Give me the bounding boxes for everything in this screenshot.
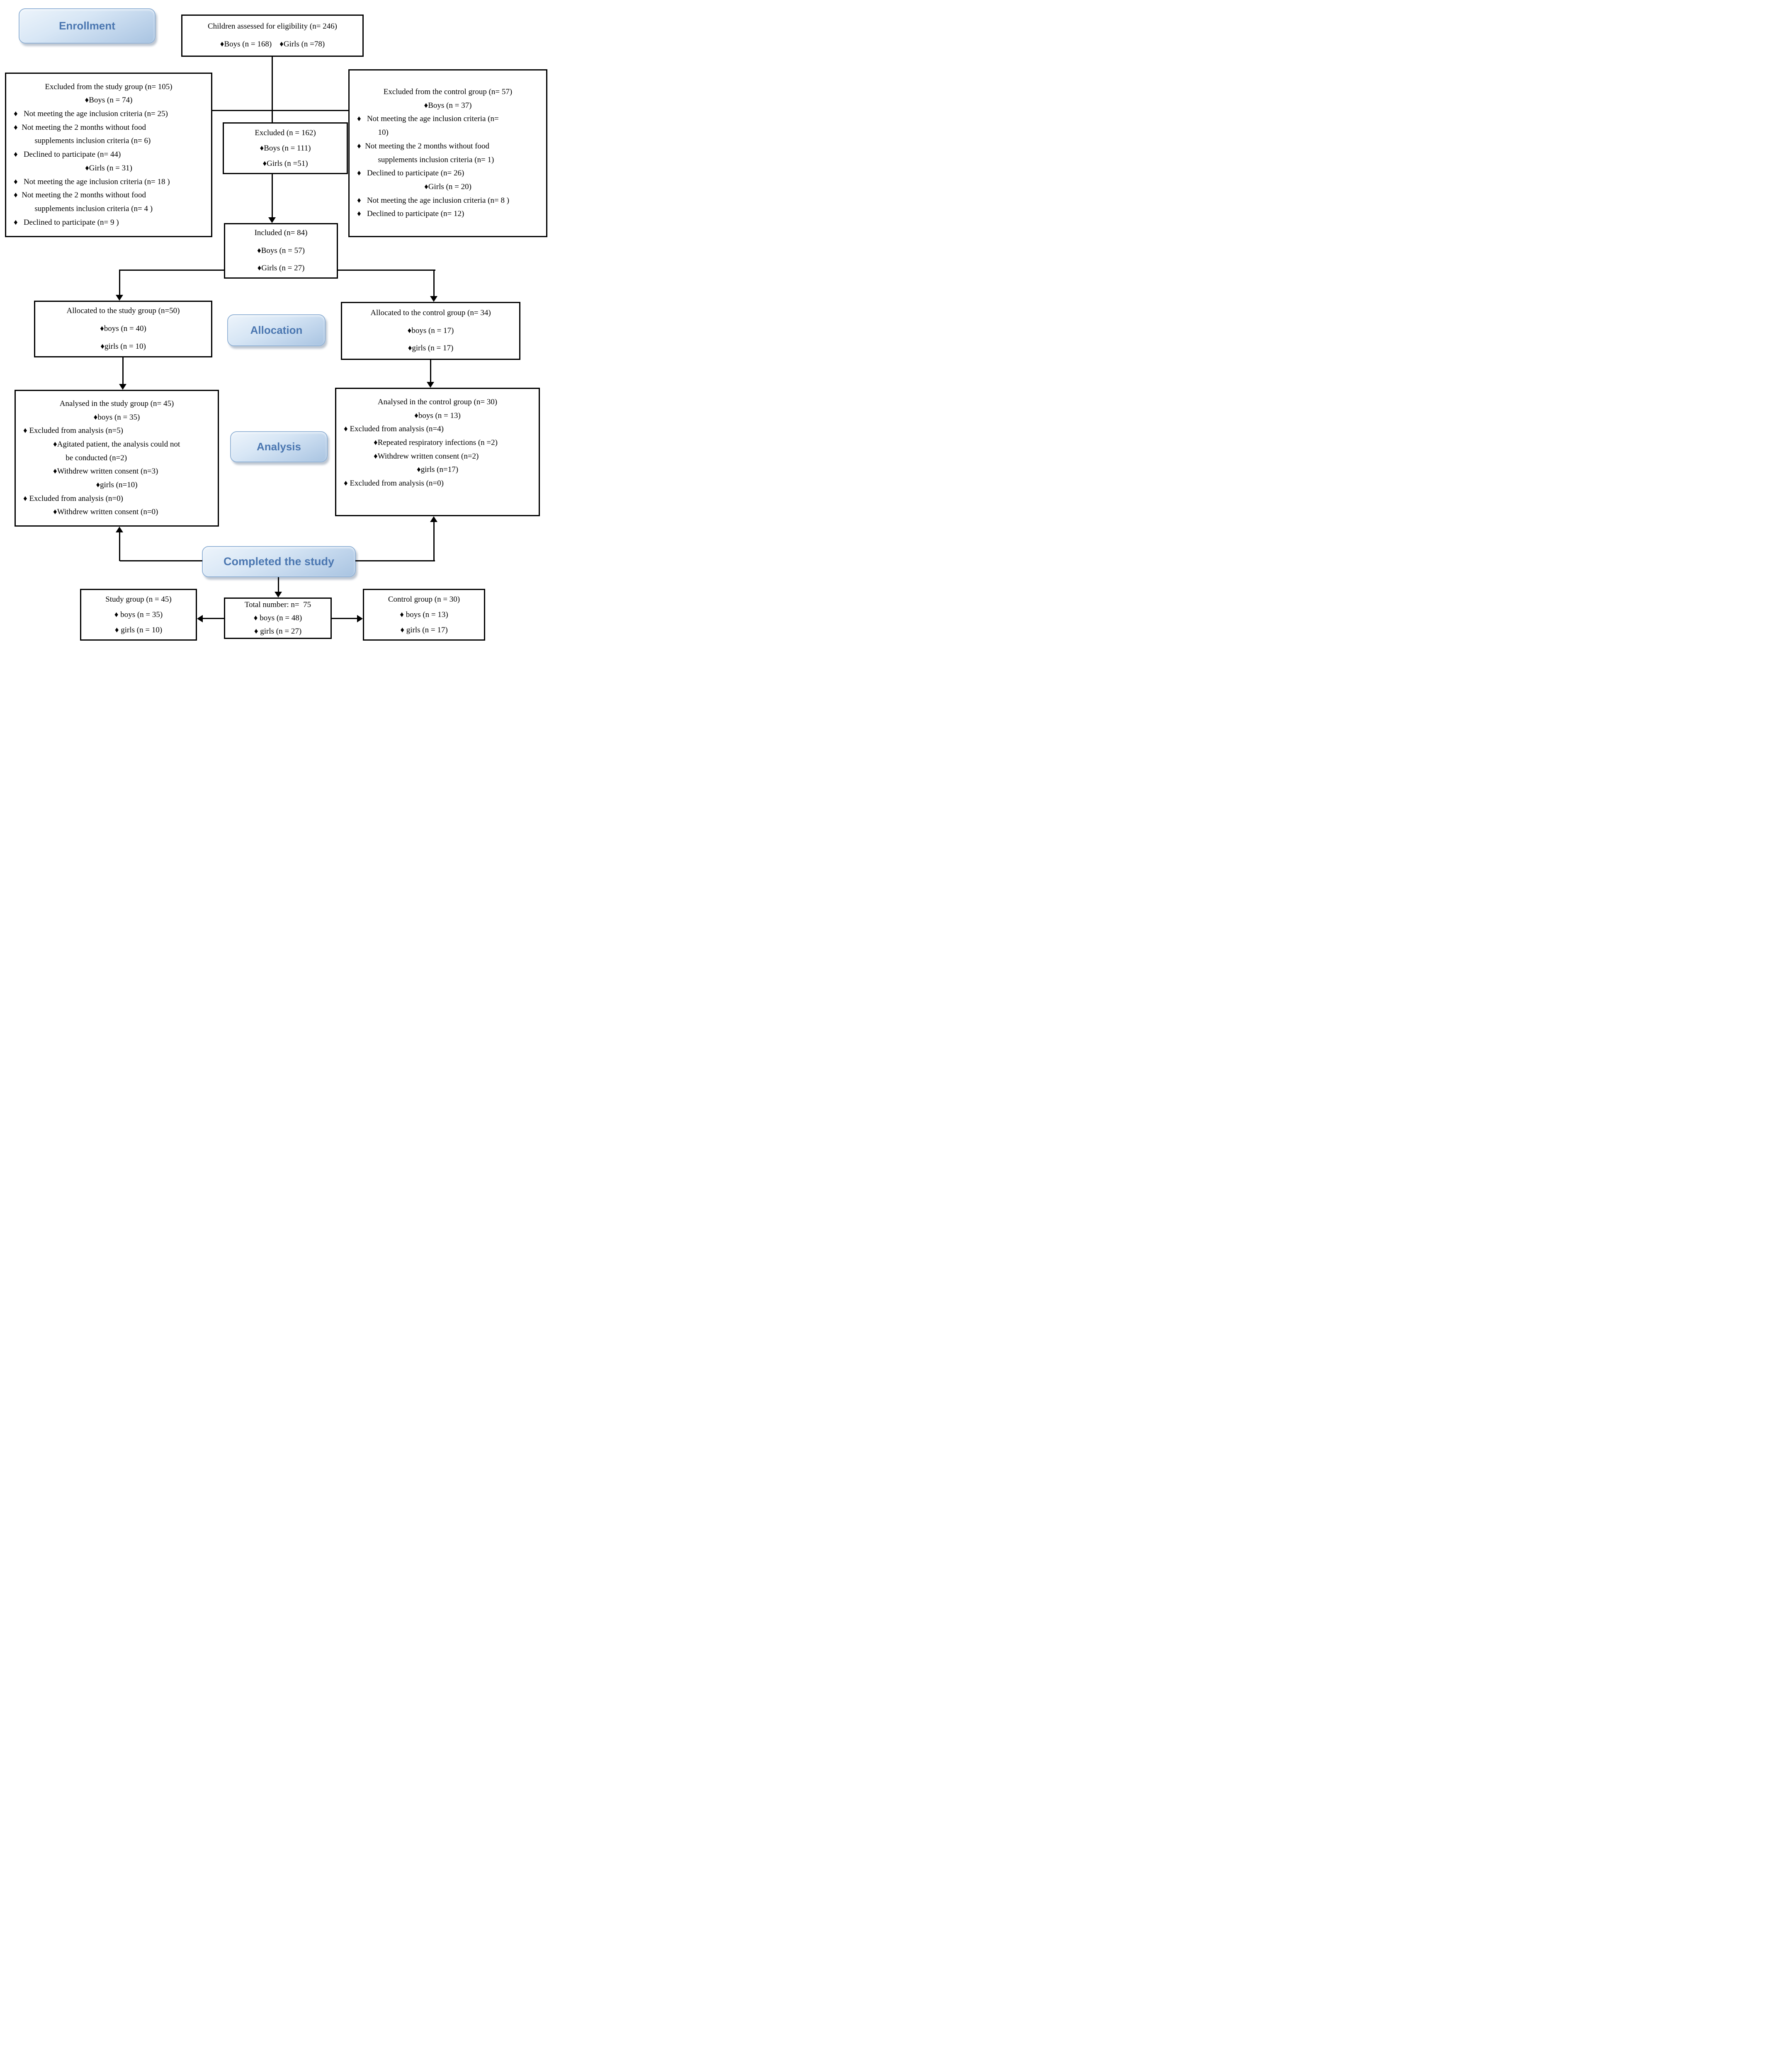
arrowhead-into-control-group <box>357 615 363 622</box>
connector-excluded-to-included <box>272 174 273 218</box>
box-line: ♦ Not meeting the 2 months without food … <box>14 191 153 213</box>
connector-allocated-to-analysed-study <box>122 357 124 384</box>
box-line: ♦Boys (n = 111) <box>260 143 311 153</box>
box-analysed-control-group: Analysed in the control group (n= 30) ♦bo… <box>335 388 540 516</box>
box-line: ♦ Not meeting the 2 months without food … <box>14 123 151 146</box>
box-line: Control group (n = 30) <box>388 595 460 604</box>
box-line: ♦ Declined to participate (n= 44) <box>14 150 121 159</box>
connector-excluded-control-branch <box>272 110 348 111</box>
arrowhead-into-analysed-control <box>427 382 434 388</box>
box-line: ♦ Declined to participate (n= 26) <box>357 169 464 178</box>
box-allocated-study-group: Allocated to the study group (n=50) ♦boys… <box>34 301 212 357</box>
arrowhead-up-into-analysed-study <box>116 527 123 532</box>
box-line: ♦boys (n = 40) <box>100 324 146 333</box>
connector-total-to-study-group <box>202 618 224 619</box>
box-children-assessed: Children assessed for eligibility (n= 24… <box>181 15 364 57</box>
box-line: ♦Girls (n = 31) <box>85 163 132 172</box>
arrowhead-up-into-analysed-control <box>430 516 437 522</box>
box-completed-control-group: Control group (n = 30) ♦ boys (n = 13) ♦ g… <box>363 589 485 641</box>
stage-label-enrollment: Enrollment <box>19 8 156 44</box>
arrowhead-into-analysed-study <box>119 384 126 390</box>
box-line: ♦Boys (n = 168) ♦Girls (n =78) <box>220 40 325 49</box>
box-line: ♦ Declined to participate (n= 12) <box>357 209 464 219</box>
box-line: ♦Girls (n =51) <box>262 159 308 168</box>
connector-completed-to-total <box>278 577 279 592</box>
box-line: ♦ Excluded from analysis (n=4) <box>344 425 444 434</box>
box-analysed-study-group: Analysed in the study group (n= 45) ♦boys… <box>15 390 219 527</box>
connector-to-allocated-control <box>433 270 435 296</box>
box-line: ♦ girls (n = 10) <box>114 626 163 635</box>
stage-label-analysis: Analysis <box>230 431 328 462</box>
connector-completed-to-analysed-study <box>119 532 120 561</box>
box-allocated-control-group: Allocated to the control group (n= 34) ♦b… <box>341 302 520 360</box>
box-line: ♦girls (n=17) <box>416 465 459 474</box>
box-line: ♦ boys (n = 13) <box>400 610 448 619</box>
box-line: ♦ Not meeting the age inclusion criteria… <box>357 114 499 137</box>
box-line: ♦Girls (n = 27) <box>257 264 305 273</box>
arrowhead-into-study-group <box>197 615 203 622</box>
box-line: ♦ boys (n = 35) <box>114 610 163 619</box>
box-included: Included (n= 84) ♦Boys (n = 57) ♦Girls (n … <box>224 223 338 279</box>
box-line: ♦ Not meeting the age inclusion criteria… <box>357 196 510 205</box>
box-line: ♦girls (n = 10) <box>100 342 146 351</box>
box-completed-total: Total number: n= 75 ♦ boys (n = 48) ♦ girl… <box>224 598 332 639</box>
connector-included-split-left <box>120 270 225 271</box>
connector-allocated-to-analysed-control <box>430 360 431 382</box>
box-excluded-total: Excluded (n = 162) ♦Boys (n = 111) ♦Girls … <box>223 122 348 174</box>
box-line: Analysed in the control group (n= 30) <box>377 398 498 406</box>
box-line: ♦Agitated patient, the analysis could no… <box>53 440 180 462</box>
box-line: Study group (n = 45) <box>105 595 172 604</box>
box-line: ♦ Not meeting the 2 months without food … <box>357 141 494 164</box>
box-excluded-study-group: Excluded from the study group (n= 105) ♦B… <box>5 73 212 237</box>
stage-label-completed-the-study: Completed the study <box>202 546 356 577</box>
box-line: Allocated to the control group (n= 34) <box>370 308 491 317</box>
arrowhead-into-allocated-control <box>430 296 437 302</box>
box-line: ♦Boys (n = 37) <box>424 101 472 110</box>
consort-flow-diagram: Enrollment Allocation Analysis Completed… <box>0 0 560 656</box>
box-line: ♦Girls (n = 20) <box>424 182 471 191</box>
box-line: ♦girls (n = 17) <box>408 344 454 353</box>
connector-children-to-excluded <box>272 57 273 122</box>
box-line: ♦ Not meeting the age inclusion criteria… <box>14 177 170 186</box>
box-line: ♦ Declined to participate (n= 9 ) <box>14 218 119 227</box>
connector-excluded-study-branch <box>212 110 273 111</box>
box-line: Total number: n= 75 <box>244 600 311 610</box>
box-line: ♦Boys (n = 57) <box>257 246 305 255</box>
box-line: Excluded from the control group (n= 57) <box>383 87 513 97</box>
box-line: ♦boys (n = 17) <box>407 326 454 335</box>
box-line: ♦ girls (n = 17) <box>400 626 448 635</box>
box-line: ♦boys (n = 35) <box>93 413 140 422</box>
box-line: Excluded (n = 162) <box>255 128 316 137</box>
box-line: ♦ girls (n = 27) <box>254 627 302 636</box>
arrowhead-into-included <box>268 217 276 223</box>
box-line: ♦ Excluded from analysis (n=0) <box>344 479 444 488</box>
box-line: ♦ Excluded from analysis (n=5) <box>23 426 123 435</box>
box-line: ♦boys (n = 13) <box>414 411 461 420</box>
box-line: ♦Boys (n = 74) <box>85 96 133 105</box>
connector-completed-left <box>120 560 202 561</box>
box-line: Allocated to the study group (n=50) <box>66 306 180 316</box>
connector-included-split-right <box>338 270 435 271</box>
box-line: ♦ boys (n = 48) <box>253 614 302 623</box>
box-line: Excluded from the study group (n= 105) <box>45 82 173 91</box>
box-line: ♦Withdrew written consent (n=3) <box>53 467 158 476</box>
stage-label-allocation: Allocation <box>227 314 326 346</box>
connector-completed-right <box>355 560 435 561</box>
box-line: Analysed in the study group (n= 45) <box>59 399 174 408</box>
box-line: Included (n= 84) <box>254 228 308 237</box>
box-line: Children assessed for eligibility (n= 24… <box>207 22 338 31</box>
box-line: ♦Withdrew written consent (n=2) <box>374 452 479 461</box>
box-line: ♦ Not meeting the age inclusion criteria… <box>14 109 168 119</box>
box-completed-study-group: Study group (n = 45) ♦ boys (n = 35) ♦ gir… <box>80 589 197 641</box>
arrowhead-into-total <box>275 592 282 598</box>
box-excluded-control-group: Excluded from the control group (n= 57) ♦… <box>348 69 547 237</box>
connector-to-allocated-study <box>119 270 120 295</box>
box-line: ♦Withdrew written consent (n=0) <box>53 508 158 517</box>
connector-completed-to-analysed-control <box>433 521 435 561</box>
box-line: ♦girls (n=10) <box>96 481 138 489</box>
connector-total-to-control-group <box>332 618 357 619</box>
box-line: ♦ Excluded from analysis (n=0) <box>23 494 123 503</box>
arrowhead-into-allocated-study <box>116 295 123 301</box>
box-line: ♦Repeated respiratory infections (n =2) <box>374 438 498 447</box>
